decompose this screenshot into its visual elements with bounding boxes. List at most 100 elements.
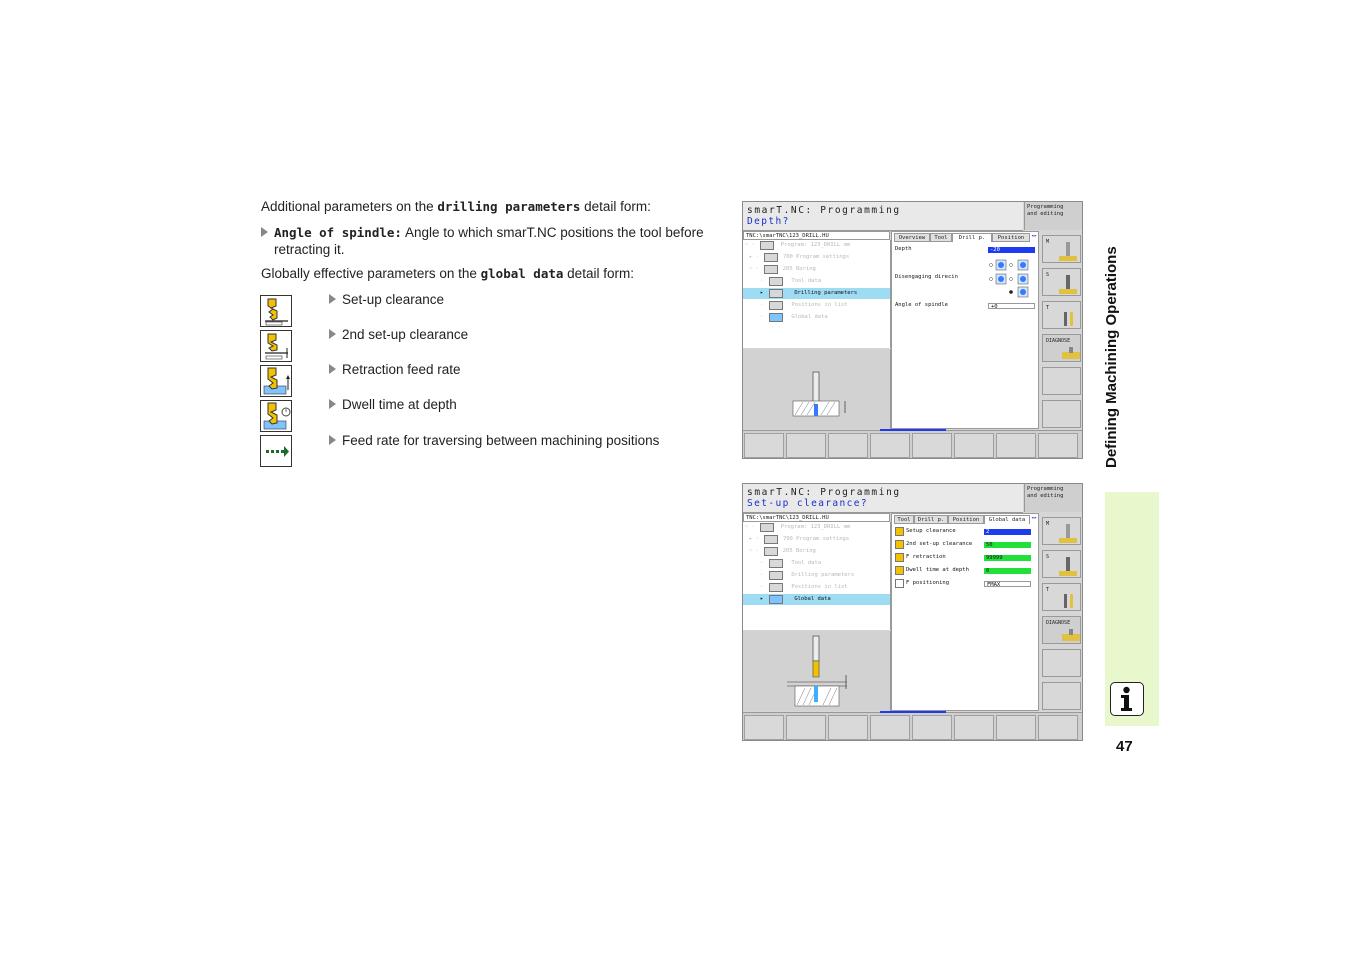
angle-input[interactable]: +0 xyxy=(988,303,1035,310)
softkey-diagnose[interactable]: DIAGNOSE xyxy=(1042,334,1081,362)
dwell-time-input[interactable]: 0 xyxy=(984,568,1031,574)
tree-item-selected[interactable]: ▸Drilling parameters xyxy=(743,288,890,299)
tree-item[interactable]: ˅ ·Program: 123_DRILL mm xyxy=(745,523,851,532)
list-item: Set-up clearance xyxy=(329,292,444,307)
screen-title: smarT.NC: Programming xyxy=(747,205,901,216)
detail-form: Overview Tool Drill p. Position ◂▸ Depth… xyxy=(891,231,1039,429)
horizontal-softkeys xyxy=(743,711,1082,740)
tab-position[interactable]: Position xyxy=(992,233,1030,242)
softkey-t[interactable]: T xyxy=(1042,583,1081,611)
detail-form: Tool Drill p. Position Global data ◂▸ Se… xyxy=(891,513,1039,711)
softkey-empty[interactable] xyxy=(1042,649,1081,677)
field-label: Setup clearance xyxy=(906,528,956,534)
softkey-bottom[interactable] xyxy=(744,715,784,740)
dwell-time-icon xyxy=(260,400,292,432)
softkey-bottom[interactable] xyxy=(996,715,1036,740)
positions-icon xyxy=(769,301,783,310)
softkey-diagnose[interactable]: DIAGNOSE xyxy=(1042,616,1081,644)
field-label: Depth xyxy=(895,246,912,252)
angle-of-spindle-item: Angle of spindle: Angle to which smarT.N… xyxy=(261,224,731,258)
setup-clearance-input[interactable]: 2 xyxy=(984,529,1031,535)
vertical-softkeys: M S T DIAGNOSE xyxy=(1040,231,1082,429)
softkey-m[interactable]: M xyxy=(1042,517,1081,545)
file-path: TNC:\smarTNC\123_DRILL.HU xyxy=(743,513,890,522)
softkey-bottom[interactable] xyxy=(786,433,826,458)
tree-item[interactable]: ·Positions in list xyxy=(760,583,848,592)
tree-item[interactable]: ·Global data xyxy=(760,313,828,322)
softkey-bottom[interactable] xyxy=(954,715,994,740)
retraction-feed-rate-icon xyxy=(260,365,292,397)
softkey-bottom[interactable] xyxy=(1038,433,1078,458)
tab-drill-p[interactable]: Drill p. xyxy=(914,515,948,524)
field-label: 2nd set-up clearance xyxy=(906,541,973,547)
bullet-arrow-icon xyxy=(329,435,336,445)
tree-item[interactable]: ·Positions in list xyxy=(760,301,848,310)
program-icon xyxy=(760,241,774,250)
second-setup-clearance-input[interactable]: 50 xyxy=(984,542,1031,548)
softkey-s[interactable]: S xyxy=(1042,550,1081,578)
bullet-arrow-icon xyxy=(329,399,336,409)
softkey-bottom[interactable] xyxy=(912,715,952,740)
softkey-bottom[interactable] xyxy=(870,715,910,740)
softkey-bottom[interactable] xyxy=(954,433,994,458)
tree-item[interactable]: ▸ ·700 Program settings xyxy=(749,535,850,544)
softkey-empty[interactable] xyxy=(1042,682,1081,710)
tab-overview[interactable]: Overview xyxy=(894,233,930,242)
list-item: Retraction feed rate xyxy=(329,362,461,377)
tab-global-data[interactable]: Global data xyxy=(984,515,1030,524)
tree-item[interactable]: ·Tool data xyxy=(760,277,822,286)
tree-item[interactable]: ▸ ·700 Program settings xyxy=(749,253,850,262)
softkey-bottom[interactable] xyxy=(912,433,952,458)
depth-input[interactable]: -20 xyxy=(988,247,1035,253)
softkey-bottom[interactable] xyxy=(1038,715,1078,740)
tab-scroll-icon[interactable]: ◂▸ xyxy=(1031,233,1038,239)
tree-item[interactable]: ˅ ·Program: 123_DRILL mm xyxy=(745,241,851,250)
field-label: Angle of spindle xyxy=(895,302,948,308)
softkey-bottom[interactable] xyxy=(996,433,1036,458)
softkey-empty[interactable] xyxy=(1042,400,1081,428)
boring-icon xyxy=(764,265,778,274)
softkey-bottom[interactable] xyxy=(786,715,826,740)
tree-item[interactable]: ˅ ·205 Boring xyxy=(749,547,816,556)
second-setup-clearance-icon xyxy=(895,540,904,549)
softkey-t[interactable]: T xyxy=(1042,301,1081,329)
retraction-feed-input[interactable]: 99999 xyxy=(984,555,1031,561)
screenshot-global-data-form: smarT.NC: Programming Set-up clearance? … xyxy=(742,483,1083,741)
softkey-bottom[interactable] xyxy=(828,433,868,458)
setup-clearance-icon xyxy=(260,295,292,327)
tab-tool[interactable]: Tool xyxy=(894,515,914,524)
softkey-m[interactable]: M xyxy=(1042,235,1081,263)
setup-clearance-icon xyxy=(895,527,904,536)
softkey-empty[interactable] xyxy=(1042,367,1081,395)
feed-positioning-input[interactable]: FMAX xyxy=(984,581,1031,588)
screen-title: smarT.NC: Programming xyxy=(747,487,901,498)
bullet-arrow-icon xyxy=(329,294,336,304)
tab-scroll-icon[interactable]: ◂▸ xyxy=(1031,515,1038,521)
chapter-title: Defining Machining Operations xyxy=(1103,246,1120,468)
direction-options[interactable] xyxy=(988,258,1038,298)
field-label: Disengaging direcin xyxy=(895,274,958,280)
tool-icon xyxy=(769,277,783,286)
parameter-keyword: Angle of spindle: xyxy=(274,225,402,240)
tab-drill-p[interactable]: Drill p. xyxy=(952,233,992,242)
info-icon xyxy=(1110,682,1144,716)
help-graphic xyxy=(743,631,891,711)
tree-item[interactable]: ·Drilling parameters xyxy=(760,571,855,580)
softkey-bottom[interactable] xyxy=(870,433,910,458)
tab-tool[interactable]: Tool xyxy=(930,233,952,242)
softkey-s[interactable]: S xyxy=(1042,268,1081,296)
retraction-feed-icon xyxy=(895,553,904,562)
tree-item[interactable]: ·Tool data xyxy=(760,559,822,568)
screenshot-depth-form: smarT.NC: Programming Depth? Programming… xyxy=(742,201,1083,459)
horizontal-softkeys xyxy=(743,429,1082,458)
tree-item[interactable]: ˅ ·205 Boring xyxy=(749,265,816,274)
tab-position[interactable]: Position xyxy=(948,515,984,524)
softkey-bottom[interactable] xyxy=(744,433,784,458)
bullet-arrow-icon xyxy=(329,364,336,374)
form-name: global data xyxy=(480,266,564,281)
tree-item-selected[interactable]: ▸Global data xyxy=(743,594,890,605)
screen-header: smarT.NC: Programming Set-up clearance? xyxy=(743,484,1023,513)
drill-icon xyxy=(769,289,783,298)
field-label: Dwell time at depth xyxy=(906,567,969,573)
softkey-bottom[interactable] xyxy=(828,715,868,740)
